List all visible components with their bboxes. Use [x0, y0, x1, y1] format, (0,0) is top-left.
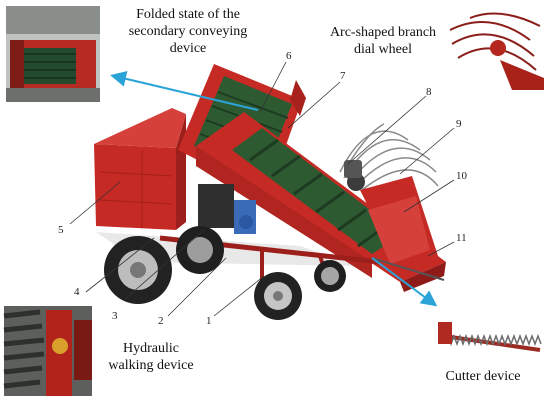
part-number-5: 5 [58, 224, 64, 236]
part-number-2: 2 [158, 315, 164, 327]
caption-secondary-conveying: Folded state of the secondary conveying … [128, 7, 248, 56]
inset-photo-hydraulic [3, 306, 92, 396]
part-number-1: 1 [206, 315, 212, 327]
part-number-7: 7 [340, 70, 346, 82]
rear-left-wheel [176, 226, 224, 274]
inset-photo-dial-wheel [442, 4, 544, 90]
leader-lines [69, 61, 455, 317]
rear-right-wheel [314, 260, 346, 292]
caption-dial-wheel: Arc-shaped branch dial wheel [329, 25, 437, 57]
part-number-11: 11 [456, 232, 467, 244]
part-number-10: 10 [456, 170, 467, 182]
part-number-8: 8 [426, 86, 432, 98]
caption-cutter: Cutter device [445, 369, 521, 384]
part-number-9: 9 [456, 118, 462, 130]
front-right-wheel [254, 272, 302, 320]
arrow-to-cutter-inset [371, 257, 438, 307]
hydraulic-unit [198, 184, 234, 228]
part-number-6: 6 [286, 50, 292, 62]
harvester-machine [94, 64, 446, 320]
front-left-wheel [104, 236, 172, 304]
arrow-to-conveying-inset [110, 70, 259, 111]
part-number-3: 3 [112, 310, 118, 322]
inset-photo-cutter [438, 322, 542, 352]
part-number-4: 4 [74, 286, 80, 298]
inset-photo-conveying [6, 6, 100, 102]
caption-hydraulic-walking: Hydraulic walking device [108, 341, 194, 373]
collection-box [94, 144, 176, 230]
